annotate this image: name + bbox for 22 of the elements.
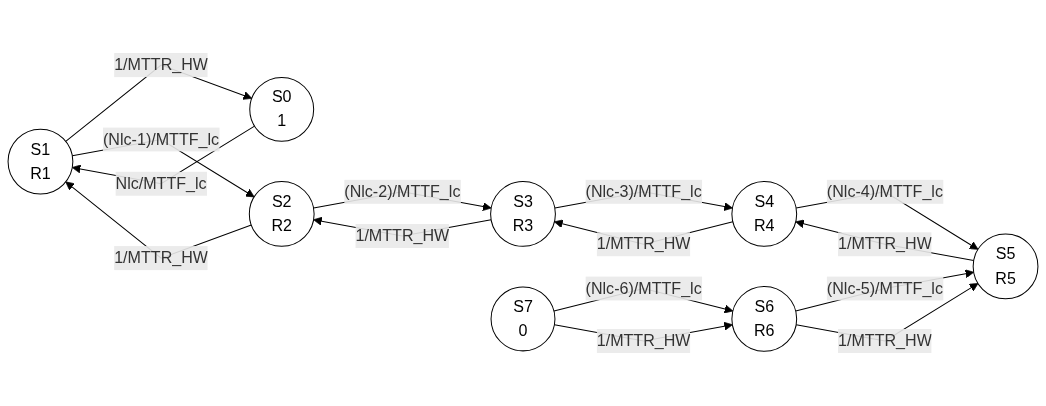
edge-label: 1/MTTR_HW (838, 331, 932, 349)
edge-label: (Nlc-1)/MTTF_lc (103, 130, 220, 148)
node-circle: S3 R3 (490, 180, 556, 247)
edge-label: Nlc/MTTF_lc (115, 174, 207, 192)
node-circle: S2 R2 (248, 180, 315, 247)
edge-label: (Nlc-4)/MTTF_lc (826, 182, 943, 200)
edge-label: (Nlc-2)/MTTF_lc (344, 182, 461, 200)
edge-label: 1/MTTR_HW (596, 331, 691, 349)
node-circle: S5 R5 (972, 233, 1039, 300)
edge-label: (Nlc-3)/MTTF_lc (585, 182, 702, 200)
node-circle: S4 R4 (731, 180, 798, 247)
edge-label: (Nlc-5)/MTTF_lc (826, 279, 943, 297)
edge-label: 1/MTTR_HW (838, 235, 932, 253)
node-circle: S7 0 (490, 286, 556, 352)
edge-label: 1/MTTR_HW (596, 235, 691, 253)
edge-label: (Nlc-6)/MTTF_lc (585, 279, 702, 297)
node-circle: S1 R1 (7, 128, 74, 195)
edge-label: 1/MTTR_HW (355, 226, 450, 244)
node-circle: S0 1 (249, 76, 315, 142)
edge-label: 1/MTTR_HW (114, 55, 208, 74)
edge-label: 1/MTTR_HW (114, 249, 208, 267)
node-circle: S6 R6 (731, 285, 798, 352)
